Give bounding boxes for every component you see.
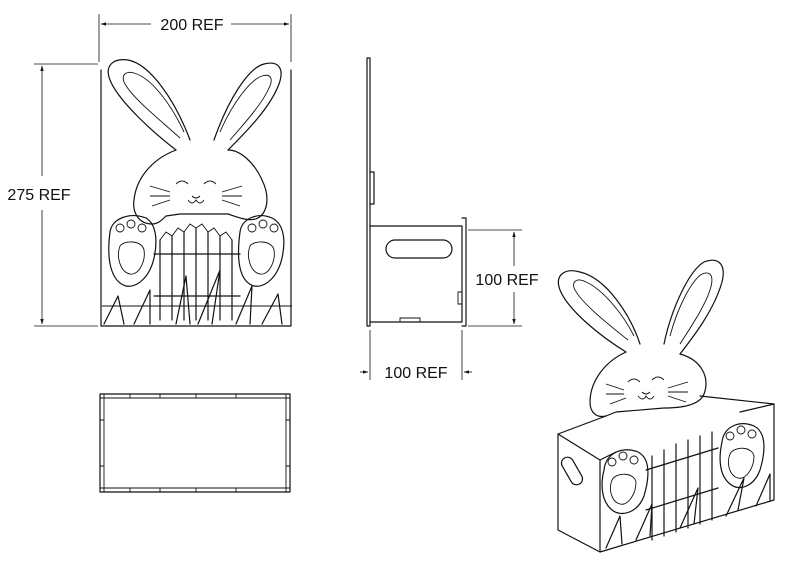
side-joints — [399, 291, 462, 322]
grass — [102, 269, 292, 325]
iso-left-paw — [601, 449, 649, 515]
left-paw — [108, 215, 157, 287]
left-eye — [175, 180, 189, 185]
side-handle-slot — [385, 239, 453, 259]
front-width-dimension — [98, 14, 292, 62]
front-width-label: 200 REF — [160, 17, 223, 34]
iso-whiskers — [605, 381, 689, 405]
iso-left-ear — [557, 270, 641, 353]
iso-face — [627, 376, 665, 400]
side-height-dimension — [468, 229, 522, 327]
side-view — [366, 57, 467, 327]
iso-grass — [605, 473, 771, 549]
front-height-label: 275 REF — [7, 187, 70, 204]
iso-head — [589, 351, 707, 418]
isometric-view — [557, 259, 775, 553]
fence — [153, 223, 241, 321]
iso-fence-rails — [645, 447, 719, 511]
bunny-face — [149, 180, 243, 207]
iso-fence-pickets — [651, 431, 713, 541]
mouth — [187, 199, 205, 204]
top-view-joints — [100, 394, 290, 492]
top-view-outline — [99, 393, 291, 493]
side-front-plate — [461, 217, 467, 327]
front-view-outline — [100, 69, 292, 327]
front-view — [100, 59, 292, 327]
left-whiskers — [149, 185, 171, 207]
side-tab — [369, 171, 375, 205]
front-height-dimension — [34, 63, 98, 327]
top-view-walls — [100, 394, 290, 492]
iso-box — [557, 395, 775, 553]
side-width-dimension — [360, 330, 472, 380]
head-outline — [133, 149, 268, 225]
iso-right-paw — [719, 423, 765, 489]
left-ear — [107, 59, 191, 151]
side-height-label: 100 REF — [475, 272, 538, 289]
iso-box-top-edges — [599, 403, 775, 461]
top-view — [99, 393, 291, 493]
right-whiskers — [221, 185, 243, 207]
iso-handle-slot — [560, 456, 584, 486]
side-width-label: 100 REF — [384, 365, 447, 382]
iso-right-ear — [663, 259, 724, 355]
nose — [191, 195, 201, 199]
right-paw — [237, 215, 285, 287]
right-ear-inner — [219, 74, 272, 141]
right-eye — [203, 180, 217, 185]
left-ear-inner — [122, 71, 185, 139]
side-box — [369, 225, 463, 323]
right-ear — [213, 62, 282, 151]
side-back-plate — [366, 57, 371, 327]
